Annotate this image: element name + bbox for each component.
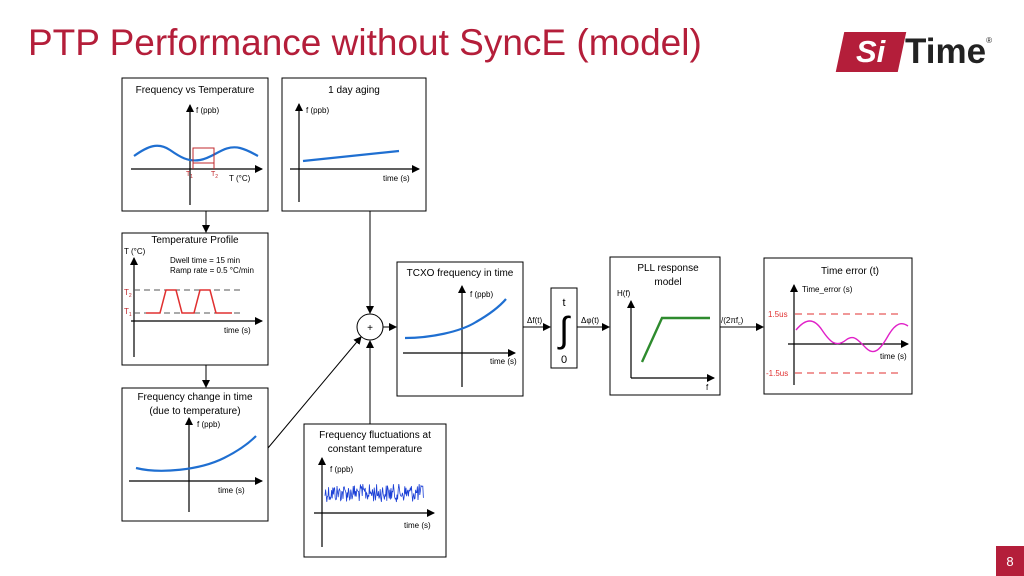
upper-limit-label: 1.5us [768, 310, 788, 319]
integral-lower-limit: 0 [561, 354, 567, 366]
slide-title: PTP Performance without SyncE (model) [28, 22, 702, 63]
y-axis-label: f (ppb) [470, 290, 493, 299]
scale-label: /(2πfc) [721, 316, 744, 327]
block-title: Frequency vs Temperature [136, 85, 255, 96]
block-temp-profile: Temperature Profile T (°C) Dwell time = … [121, 232, 269, 366]
page-number: 8 [996, 546, 1024, 576]
integral-upper-limit: t [562, 297, 565, 309]
block-title: TCXO frequency in time [407, 268, 514, 279]
y-axis-label: f (ppb) [196, 106, 219, 115]
block-title-line1: Frequency change in time [137, 392, 253, 403]
arrow-change-to-sum [267, 336, 362, 449]
y-axis-label: H(f) [617, 289, 631, 298]
block-title: Time error (t) [821, 266, 879, 277]
t1-label: T1 [186, 171, 193, 180]
block-freq-change: Frequency change in time (due to tempera… [121, 387, 269, 522]
pll-response-trace [640, 316, 710, 363]
x-axis-label: time (s) [404, 521, 431, 530]
lower-limit-label: -1.5us [766, 369, 788, 378]
y-axis-label: f (ppb) [330, 465, 353, 474]
y-axis-label: T (°C) [124, 247, 146, 256]
integrator-block: t ∫ 0 [550, 287, 578, 369]
t2-label: T2 [124, 288, 132, 299]
block-title-line1: PLL response [637, 263, 699, 274]
t2-label: T2 [211, 171, 218, 180]
sitime-logo: Si Time ® [835, 30, 992, 74]
time-error-trace [795, 320, 909, 353]
plus-sign: + [367, 323, 373, 334]
freq-change-curve [135, 435, 257, 472]
registered-mark: ® [986, 36, 992, 45]
connectors [202, 211, 764, 449]
block-title: 1 day aging [328, 85, 380, 96]
block-title-line2: (due to temperature) [149, 406, 240, 417]
t1-label: T1 [124, 307, 132, 318]
y-axis-label: f (ppb) [197, 420, 220, 429]
noise-trace [324, 484, 424, 503]
block-title-line1: Frequency fluctuations at [319, 430, 431, 441]
temp-profile-trace [146, 289, 232, 314]
x-axis-label: f [706, 383, 709, 392]
logo-text: Time [905, 32, 987, 71]
integral-symbol: ∫ [557, 309, 571, 350]
freq-temp-curve [133, 144, 259, 162]
tcxo-curve [404, 298, 507, 340]
block-fluctuations: Frequency fluctuations at constant tempe… [303, 423, 447, 558]
block-title-line2: constant temperature [328, 444, 423, 455]
x-axis-label: time (s) [880, 352, 907, 361]
x-axis-label: time (s) [490, 357, 517, 366]
block-time-error: Time error (t) Time_error (s) time (s) 1… [763, 257, 913, 395]
dwell-time-note: Dwell time = 15 min [170, 256, 240, 265]
aging-line [302, 149, 400, 163]
block-aging: 1 day aging f (ppb) time (s) [281, 77, 427, 212]
x-axis-label: T (°C) [229, 174, 251, 183]
delta-phi-label: Δφ(t) [581, 316, 599, 325]
y-axis-label: f (ppb) [306, 106, 329, 115]
x-axis-label: time (s) [224, 326, 251, 335]
temp-range-box [192, 147, 215, 164]
x-axis-label: time (s) [218, 486, 245, 495]
block-tcxo: TCXO frequency in time f (ppb) time (s) [396, 261, 524, 397]
ramp-rate-note: Ramp rate = 0.5 °C/min [170, 266, 254, 275]
delta-f-label: Δf(t) [527, 316, 542, 325]
block-title: Temperature Profile [151, 235, 239, 246]
block-title-line2: model [654, 277, 681, 288]
block-pll: PLL response model H(f) f [609, 256, 721, 396]
block-freq-vs-temp: Frequency vs Temperature f (ppb) T (°C) … [121, 77, 269, 212]
x-axis-label: time (s) [383, 174, 410, 183]
summing-junction: + [356, 313, 384, 341]
y-axis-label: Time_error (s) [802, 285, 853, 294]
